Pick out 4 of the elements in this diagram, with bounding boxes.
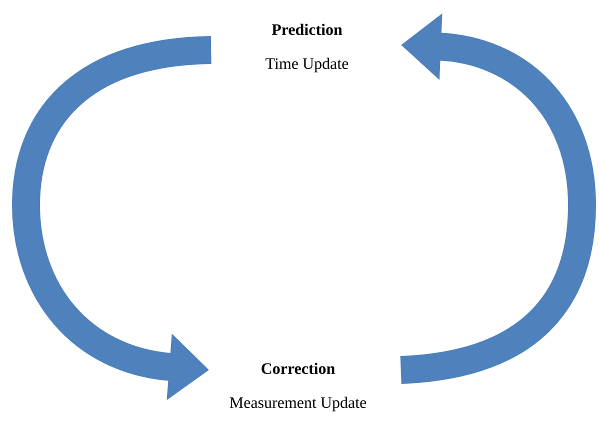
subheading: Time Update <box>266 58 348 72</box>
heading: Correction <box>262 362 335 374</box>
heading: Prediction <box>272 24 342 35</box>
subheading: Measurement Update <box>230 396 366 412</box>
